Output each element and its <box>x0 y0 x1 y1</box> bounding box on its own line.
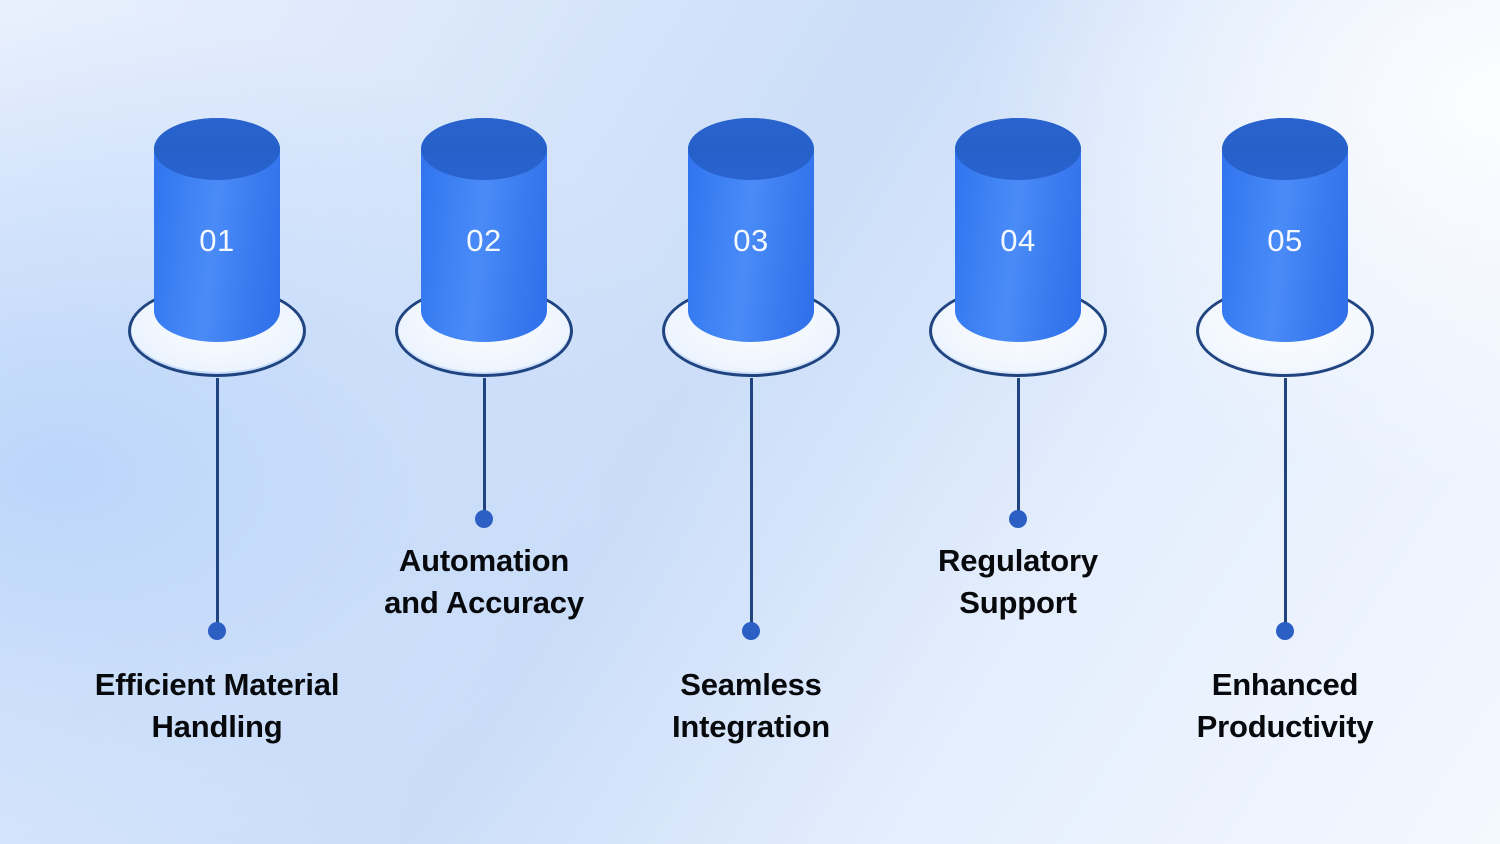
step-label-line-1: Automation <box>398 543 570 578</box>
step-label-05: Enhanced Productivity <box>1115 664 1455 748</box>
cylinder-05[interactable]: 05 <box>1222 118 1348 342</box>
connector-dot <box>742 622 760 640</box>
cylinder-03[interactable]: 03 <box>688 118 814 342</box>
step-label-02: Automation and Accuracy <box>314 540 654 624</box>
cylinder-top-ellipse <box>154 118 280 180</box>
step-label-line-2: and Accuracy <box>384 584 584 620</box>
connector-dot <box>1276 622 1294 640</box>
step-number: 01 <box>199 223 235 258</box>
step-number: 05 <box>1267 223 1303 258</box>
connector-line <box>749 378 753 630</box>
step-label-line-1: Efficient Material <box>94 667 340 702</box>
step-label-line-1: Seamless <box>680 667 822 702</box>
step-03: 03 Seamless Integration <box>581 0 921 844</box>
step-label-line-2: Integration <box>672 708 830 744</box>
connector-dot <box>475 510 493 528</box>
cylinder-04[interactable]: 04 <box>955 118 1081 342</box>
step-label-line-2: Support <box>959 584 1077 620</box>
step-number: 02 <box>466 223 502 258</box>
step-number: 03 <box>733 223 769 258</box>
step-01: 01 Efficient Material Handling <box>47 0 387 844</box>
step-number: 04 <box>1000 223 1036 258</box>
cylinder-top-ellipse <box>955 118 1081 180</box>
connector-line <box>1016 378 1020 518</box>
step-04: 04 Regulatory Support <box>848 0 1188 844</box>
step-label-line-1: Regulatory <box>938 543 1098 578</box>
connector-line <box>482 378 486 518</box>
connector-line <box>215 378 219 630</box>
step-02: 02 Automation and Accuracy <box>314 0 654 844</box>
connector-line <box>1283 378 1287 630</box>
step-label-01: Efficient Material Handling <box>47 664 387 748</box>
cylinder-01[interactable]: 01 <box>154 118 280 342</box>
cylinder-top-ellipse <box>1222 118 1348 180</box>
cylinder-top-ellipse <box>421 118 547 180</box>
step-label-line-1: Enhanced <box>1211 667 1359 702</box>
step-label-line-2: Handling <box>151 708 283 744</box>
cylinder-top-ellipse <box>688 118 814 180</box>
step-label-04: Regulatory Support <box>848 540 1188 624</box>
step-label-03: Seamless Integration <box>581 664 921 748</box>
step-label-line-2: Productivity <box>1196 708 1374 744</box>
step-05: 05 Enhanced Productivity <box>1115 0 1455 844</box>
connector-dot <box>208 622 226 640</box>
connector-dot <box>1009 510 1027 528</box>
cylinder-02[interactable]: 02 <box>421 118 547 342</box>
